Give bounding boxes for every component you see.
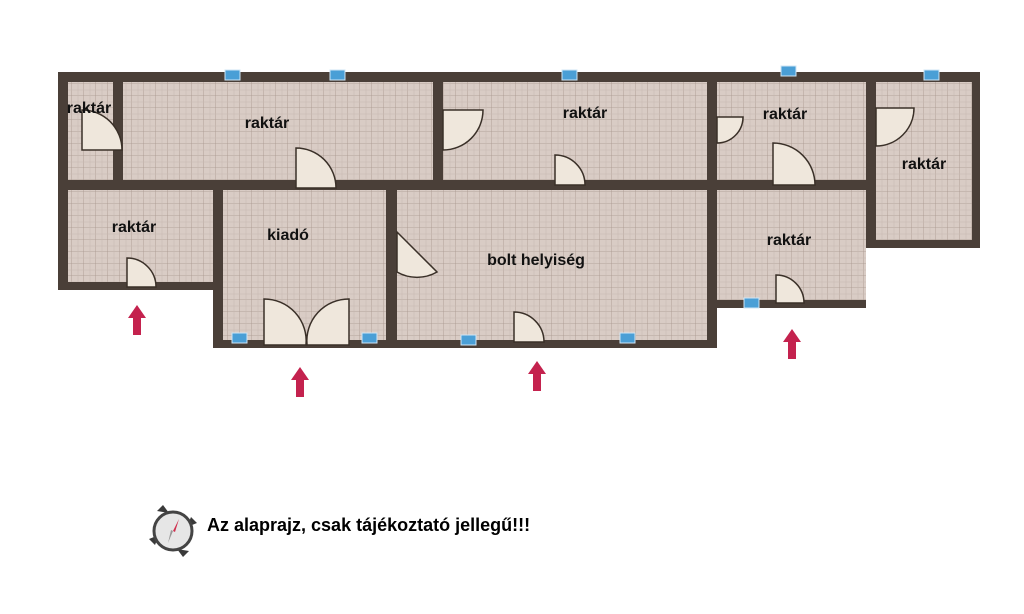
room-label: kiadó: [267, 227, 309, 244]
room-label: raktár: [67, 100, 111, 117]
room-label: raktár: [112, 219, 156, 236]
entrance-arrow-icon: [291, 367, 309, 397]
room-shop: [397, 190, 707, 340]
room-label: raktár: [245, 115, 289, 132]
compass-icon: [149, 505, 197, 557]
room-label: raktár: [902, 156, 946, 173]
room-rentable: [223, 190, 386, 340]
room-labels: raktár raktár raktár raktár raktár raktá…: [67, 100, 946, 269]
windows: [224, 65, 940, 346]
entrance-arrow-icon: [128, 305, 146, 335]
entrance-arrows: [128, 305, 801, 397]
room-label: raktár: [767, 232, 811, 249]
room-label: raktár: [563, 105, 607, 122]
room-storage-2: [123, 82, 433, 180]
entrance-arrow-icon: [528, 361, 546, 391]
room-label: raktár: [763, 106, 807, 123]
doors: [81, 107, 915, 346]
entrance-arrow-icon: [783, 329, 801, 359]
room-label: bolt helyiség: [487, 252, 585, 269]
disclaimer-note: Az alaprajz, csak tájékoztató jellegű!!!: [207, 515, 530, 535]
